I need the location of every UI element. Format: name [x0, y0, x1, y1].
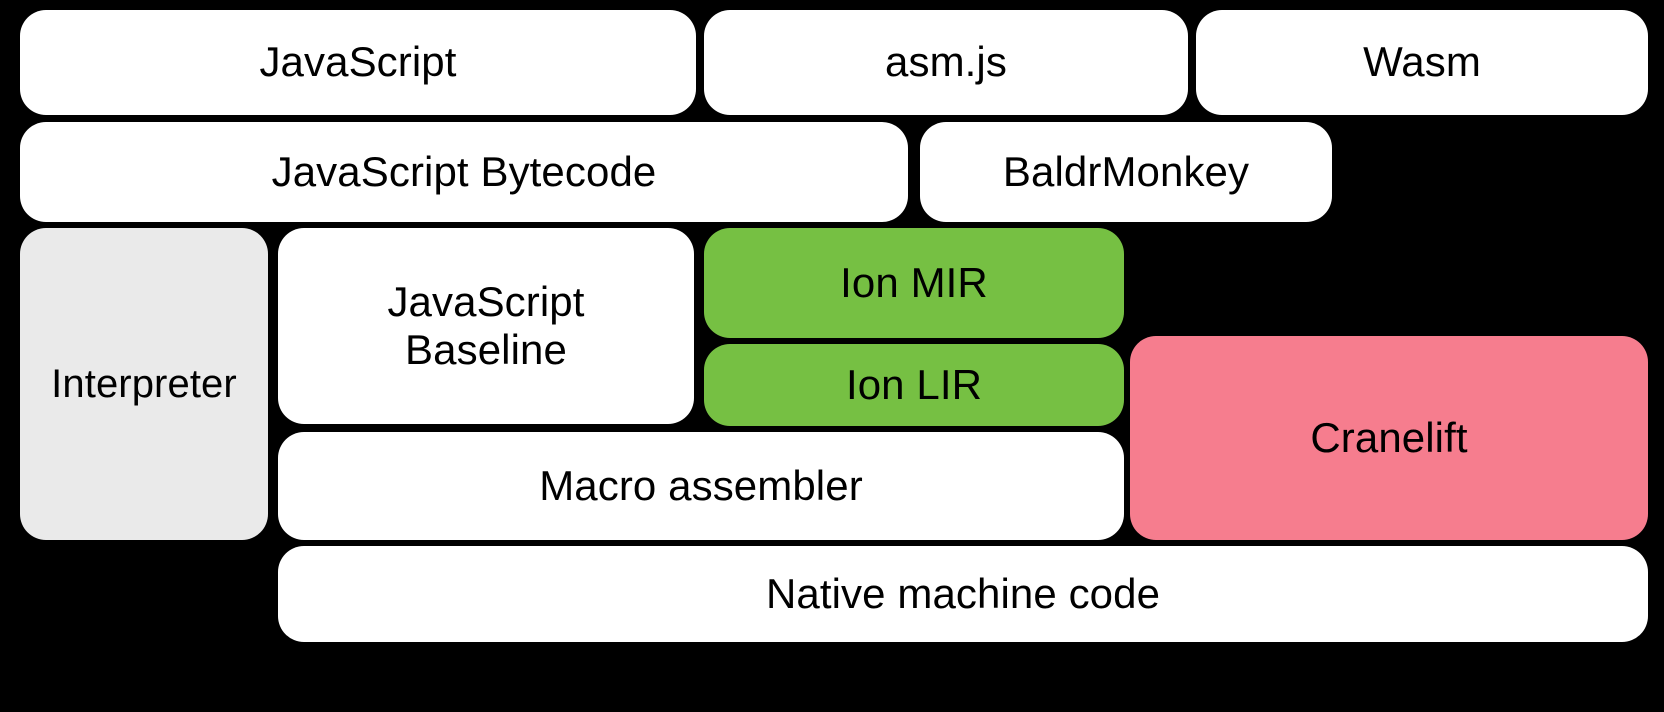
node-cranelift[interactable]: Cranelift: [1130, 336, 1648, 540]
node-native-machine-code[interactable]: Native machine code: [278, 546, 1648, 642]
node-javascript-baseline[interactable]: JavaScript Baseline: [278, 228, 694, 424]
node-ion-mir[interactable]: Ion MIR: [704, 228, 1124, 338]
node-wasm[interactable]: Wasm: [1196, 10, 1648, 115]
node-baldrmonkey[interactable]: BaldrMonkey: [920, 122, 1332, 222]
node-macro-assembler[interactable]: Macro assembler: [278, 432, 1124, 540]
node-interpreter[interactable]: Interpreter: [20, 228, 268, 540]
node-asmjs[interactable]: asm.js: [704, 10, 1188, 115]
node-ion-lir[interactable]: Ion LIR: [704, 344, 1124, 426]
node-javascript-bytecode[interactable]: JavaScript Bytecode: [20, 122, 908, 222]
node-javascript[interactable]: JavaScript: [20, 10, 696, 115]
